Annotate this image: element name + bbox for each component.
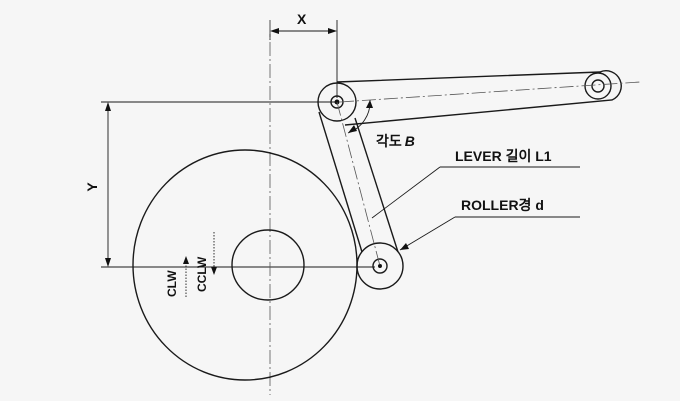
pivot-boss [317, 82, 357, 122]
rotation-cclw: CCLW [195, 232, 217, 292]
cam-hub [231, 229, 305, 301]
roller [356, 242, 404, 290]
angle-b-indicator [347, 99, 373, 134]
lever-leader [371, 166, 580, 219]
x-dimension-label: X [297, 11, 307, 27]
lever-arm [317, 70, 622, 290]
rotation-clw: CLW [165, 256, 189, 297]
y-dimension: Y [84, 101, 375, 268]
roller-diameter-label: ROLLER경 d [461, 197, 544, 213]
clw-label: CLW [165, 270, 179, 297]
lever-end-hole [591, 79, 605, 93]
cam-disc [132, 149, 358, 381]
y-dimension-label: Y [84, 182, 100, 192]
roller-leader [399, 216, 580, 251]
lever-length-label: LEVER 길이 L1 [455, 148, 552, 164]
angle-label-prefix: 각도 [376, 133, 402, 149]
lever-long-centerline [339, 81, 641, 103]
x-dimension: X [269, 11, 338, 98]
lever-short-centerline [336, 101, 381, 267]
angle-label-symbol: B [405, 133, 415, 149]
lever-end-boss [584, 72, 612, 100]
cclw-label: CCLW [195, 256, 209, 292]
roller-pin [372, 258, 388, 274]
